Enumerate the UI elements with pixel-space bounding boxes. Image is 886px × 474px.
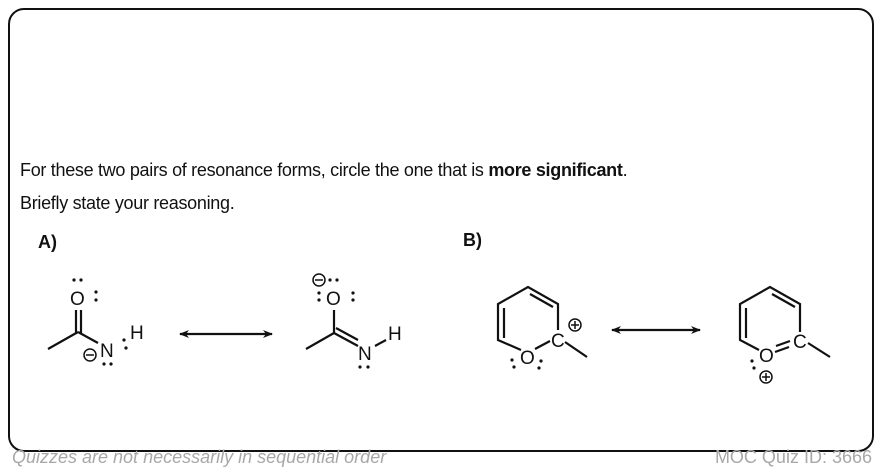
quiz-card	[8, 8, 874, 452]
pyrylium-structure-left	[496, 285, 588, 358]
quiz-id: MOC Quiz ID: 3666	[714, 447, 872, 467]
atom-oxygen: O	[759, 346, 774, 367]
question-line-2: Briefly state your reasoning.	[20, 193, 235, 213]
atom-carbon: C	[793, 332, 807, 353]
atom-carbon: C	[551, 331, 565, 352]
amide-structure-left	[47, 310, 99, 362]
pyrylium-structure-right	[738, 285, 831, 384]
atom-hydrogen: H	[130, 323, 144, 344]
atom-oxygen: O	[520, 348, 535, 369]
atom-oxygen: O	[326, 289, 341, 310]
part-a-label: A)	[38, 232, 57, 252]
atom-nitrogen: N	[358, 344, 372, 365]
atom-hydrogen: H	[388, 324, 402, 345]
atom-nitrogen: N	[100, 341, 114, 362]
question-line-1: For these two pairs of resonance forms, …	[20, 160, 628, 180]
atom-oxygen: O	[70, 289, 85, 310]
footer-note: Quizzes are not necessarily in sequentia…	[12, 447, 387, 467]
part-b-label: B)	[463, 230, 482, 250]
amide-structure-right	[305, 273, 387, 350]
